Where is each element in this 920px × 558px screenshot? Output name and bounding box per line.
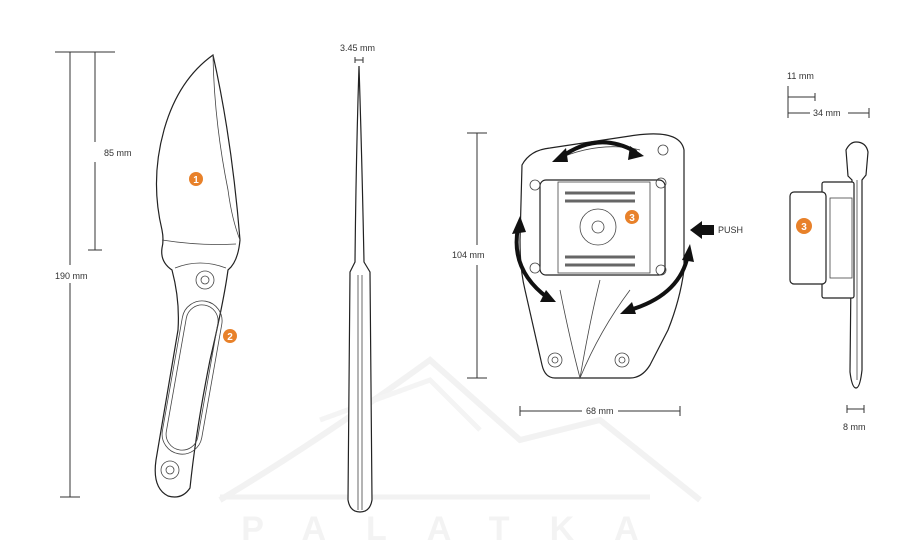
callout-badge-3-side bbox=[796, 218, 812, 234]
sheath-thickness-label: 8 mm bbox=[843, 422, 866, 432]
knife-front-view: 1 2 bbox=[154, 53, 241, 498]
sheath-front-view: 104 mm 68 mm 3 bbox=[452, 132, 743, 416]
knife-dimensions: 190 mm 85 mm bbox=[55, 51, 132, 498]
blade-length-label: 85 mm bbox=[104, 148, 132, 158]
callout-3-side-text: 3 bbox=[801, 222, 807, 233]
sheath-width-label: 68 mm bbox=[586, 406, 614, 416]
sheath-side-view: 11 mm 34 mm 3 8 mm bbox=[787, 71, 870, 432]
sheath-height-label: 104 mm bbox=[452, 250, 485, 260]
clip-offset-label: 11 mm bbox=[787, 71, 814, 81]
knife-side-view: 3.45 mm bbox=[340, 43, 375, 513]
watermark: PALATKA bbox=[218, 356, 702, 548]
callout-badge-2 bbox=[223, 329, 237, 343]
sheath-depth-label: 34 mm bbox=[813, 108, 841, 118]
callout-badge-1 bbox=[189, 172, 203, 186]
blade-thickness-label: 3.45 mm bbox=[340, 43, 375, 53]
callout-3-text: 3 bbox=[629, 213, 635, 224]
callout-2-text: 2 bbox=[227, 332, 233, 343]
callout-badge-3 bbox=[625, 210, 639, 224]
watermark-text: PALATKA bbox=[241, 510, 678, 548]
overall-length-label: 190 mm bbox=[55, 271, 88, 281]
callout-1-text: 1 bbox=[193, 175, 199, 186]
push-arrow-icon bbox=[690, 221, 714, 239]
push-label: PUSH bbox=[718, 225, 743, 235]
rotation-arrows bbox=[512, 140, 694, 314]
